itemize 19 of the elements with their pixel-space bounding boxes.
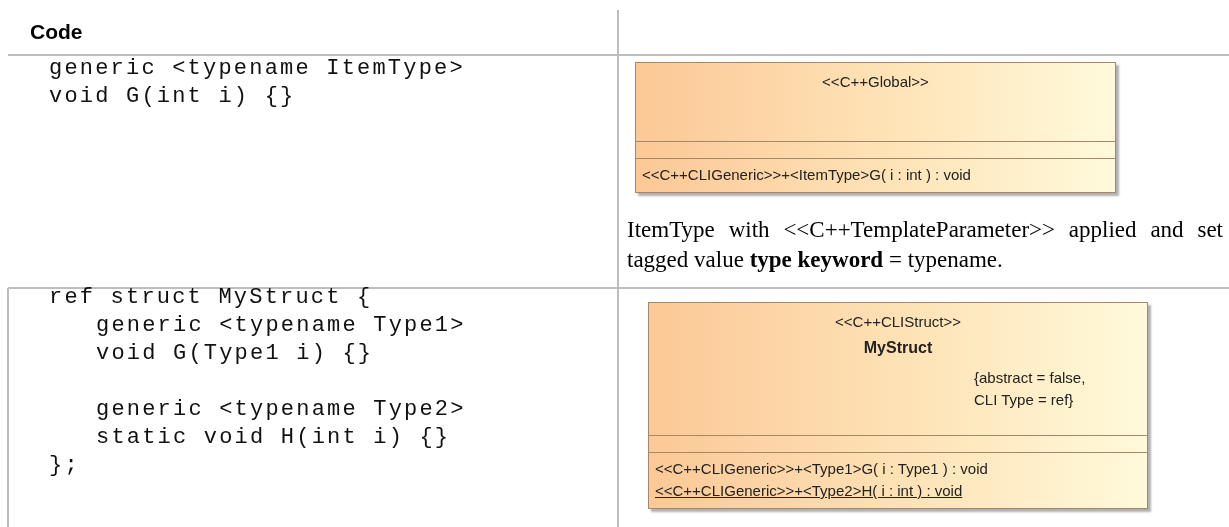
operation-label: <<C++CLIGeneric>>+<Type1>G( i : Type1 ) : void <box>655 459 988 479</box>
code-line: ref struct MyStruct { <box>49 285 373 311</box>
code-line: generic <typename Type1> <box>96 313 466 339</box>
stereotype-label: <<C++CLIStruct>> <box>835 312 961 332</box>
tagged-values: {abstract = false, CLI Type = ref} <box>974 368 1087 410</box>
code-line: static void H(int i) {} <box>96 425 451 451</box>
operation-label: <<C++CLIGeneric>>+<ItemType>G( i : int ) : void <box>642 165 971 185</box>
code-line: void G(Type1 i) {} <box>96 341 374 367</box>
class-name: MyStruct <box>863 338 933 358</box>
column-heading: Code <box>30 20 83 44</box>
code-line: void G(int i) {} <box>49 84 296 110</box>
operation-label: <<C++CLIGeneric>>+<Type2>H( i : int ) : void <box>655 481 963 501</box>
note-text: ItemType with <<C++TemplateParameter>> applied and set tagged value type keyword = typename. <box>627 216 1223 274</box>
code-line: }; <box>49 453 80 479</box>
code-line: generic <typename ItemType> <box>49 56 465 82</box>
stereotype-label: <<C++Global>> <box>822 72 929 92</box>
class-box <box>648 302 1148 509</box>
class-box <box>635 62 1116 193</box>
code-line: generic <typename Type2> <box>96 397 466 423</box>
